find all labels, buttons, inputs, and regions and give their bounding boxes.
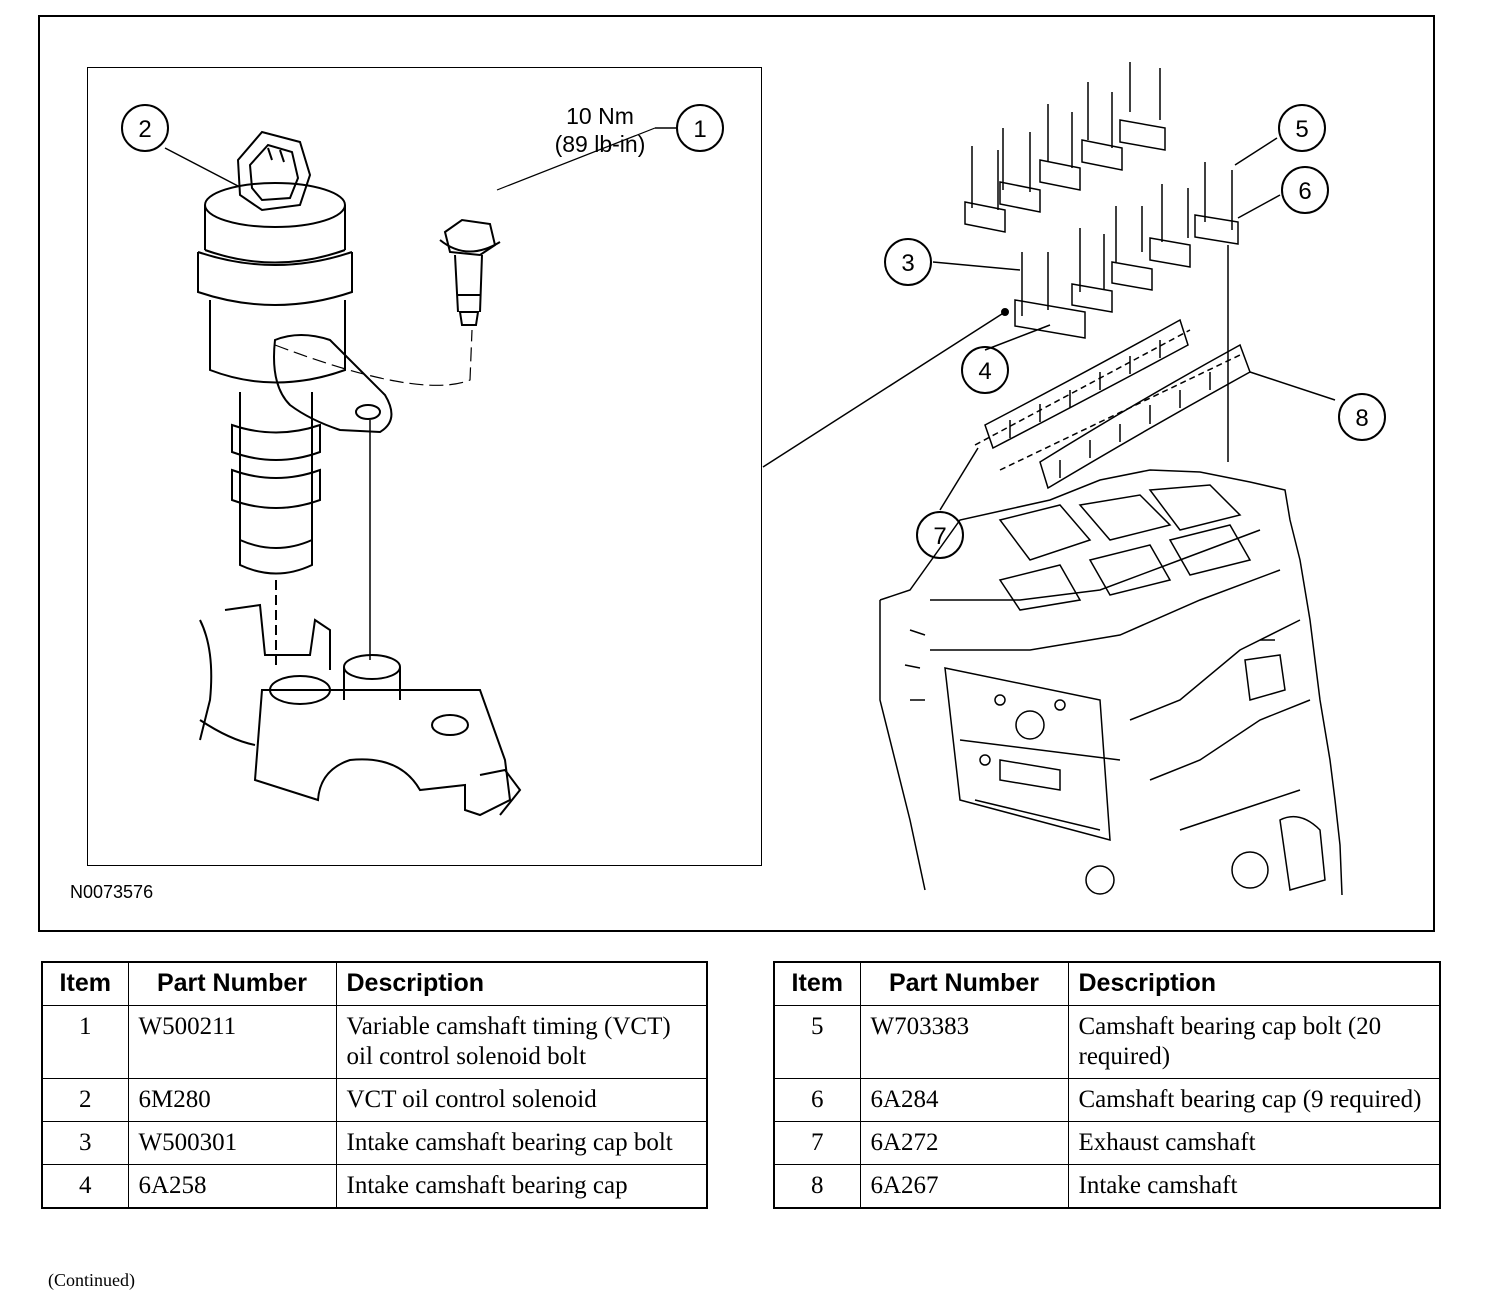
header-part-number: Part Number (859, 961, 1069, 1006)
exploded-view-illustration: 1 2 3 4 5 6 7 8 10 Nm (89 lb-in) (121, 62, 1386, 896)
bearing-cap-bolts (971, 62, 1233, 316)
part-number-cell: 6A258 (127, 1164, 337, 1209)
table-row: 8 6A267 Intake camshaft (773, 1164, 1441, 1209)
description-cell: Variable camshaft timing (VCT) oil contr… (335, 1005, 708, 1079)
description-cell: Camshaft bearing cap bolt (20 required) (1067, 1005, 1441, 1079)
bearing-caps (964, 119, 1239, 339)
description-cell: Camshaft bearing cap (9 required) (1067, 1078, 1441, 1122)
parts-table-right: Item Part Number Description 5 W703383 C… (773, 961, 1441, 1209)
table-header-row: Item Part Number Description (773, 961, 1441, 1006)
parts-table-left: Item Part Number Description 1 W500211 V… (41, 961, 708, 1209)
illustration-frame (38, 15, 1435, 932)
callout-2: 2 (138, 116, 151, 143)
item-cell: 2 (41, 1078, 129, 1122)
header-description: Description (335, 961, 708, 1006)
header-part-number: Part Number (127, 961, 337, 1006)
callout-4: 4 (978, 358, 991, 385)
vct-bolt-drawing (439, 127, 656, 326)
description-cell: Intake camshaft bearing cap (335, 1164, 708, 1209)
table-row: 2 6M280 VCT oil control solenoid (41, 1078, 708, 1122)
item-cell: 1 (41, 1005, 129, 1079)
item-cell: 6 (773, 1078, 861, 1122)
table-row: 7 6A272 Exhaust camshaft (773, 1121, 1441, 1165)
table-header-row: Item Part Number Description (41, 961, 708, 1006)
callout-1: 1 (693, 116, 706, 143)
figure-id: N0073576 (70, 882, 154, 902)
table-row: 4 6A258 Intake camshaft bearing cap (41, 1164, 708, 1209)
part-number-cell: 6M280 (127, 1078, 337, 1122)
header-item: Item (773, 961, 861, 1006)
inset-leader-line (762, 311, 1006, 468)
part-number-cell: 6A284 (859, 1078, 1069, 1122)
vct-solenoid-drawing (197, 130, 473, 665)
description-cell: Exhaust camshaft (1067, 1121, 1441, 1165)
callout-5: 5 (1295, 116, 1308, 143)
torque-value: 10 Nm (566, 103, 634, 129)
description-cell: VCT oil control solenoid (335, 1078, 708, 1122)
cylinder-head-engine (879, 469, 1343, 896)
table-row: 5 W703383 Camshaft bearing cap bolt (20 … (773, 1005, 1441, 1079)
item-cell: 5 (773, 1005, 861, 1079)
bearing-cap-base-drawing (199, 603, 522, 817)
continued-note: (Continued) (48, 1270, 135, 1290)
header-item: Item (41, 961, 129, 1006)
torque-value-imperial: (89 lb-in) (555, 131, 646, 157)
camshafts (974, 318, 1251, 490)
header-description: Description (1067, 961, 1441, 1006)
table-row: 3 W500301 Intake camshaft bearing cap bo… (41, 1121, 708, 1165)
part-number-cell: W500301 (127, 1121, 337, 1165)
detail-inset-frame (87, 67, 762, 866)
item-cell: 8 (773, 1164, 861, 1209)
callout-leaders (164, 137, 1336, 511)
item-cell: 3 (41, 1121, 129, 1165)
item-cell: 4 (41, 1164, 129, 1209)
callout-8: 8 (1355, 405, 1368, 432)
description-cell: Intake camshaft bearing cap bolt (335, 1121, 708, 1165)
part-number-cell: 6A267 (859, 1164, 1069, 1209)
part-number-cell: W703383 (859, 1005, 1069, 1079)
callout-3: 3 (901, 250, 914, 277)
table-row: 6 6A284 Camshaft bearing cap (9 required… (773, 1078, 1441, 1122)
callout-6: 6 (1298, 178, 1311, 205)
description-cell: Intake camshaft (1067, 1164, 1441, 1209)
part-number-cell: W500211 (127, 1005, 337, 1079)
callout-7: 7 (933, 523, 946, 550)
part-number-cell: 6A272 (859, 1121, 1069, 1165)
inset-leader-dot (1001, 308, 1009, 316)
item-cell: 7 (773, 1121, 861, 1165)
table-row: 1 W500211 Variable camshaft timing (VCT)… (41, 1005, 708, 1079)
